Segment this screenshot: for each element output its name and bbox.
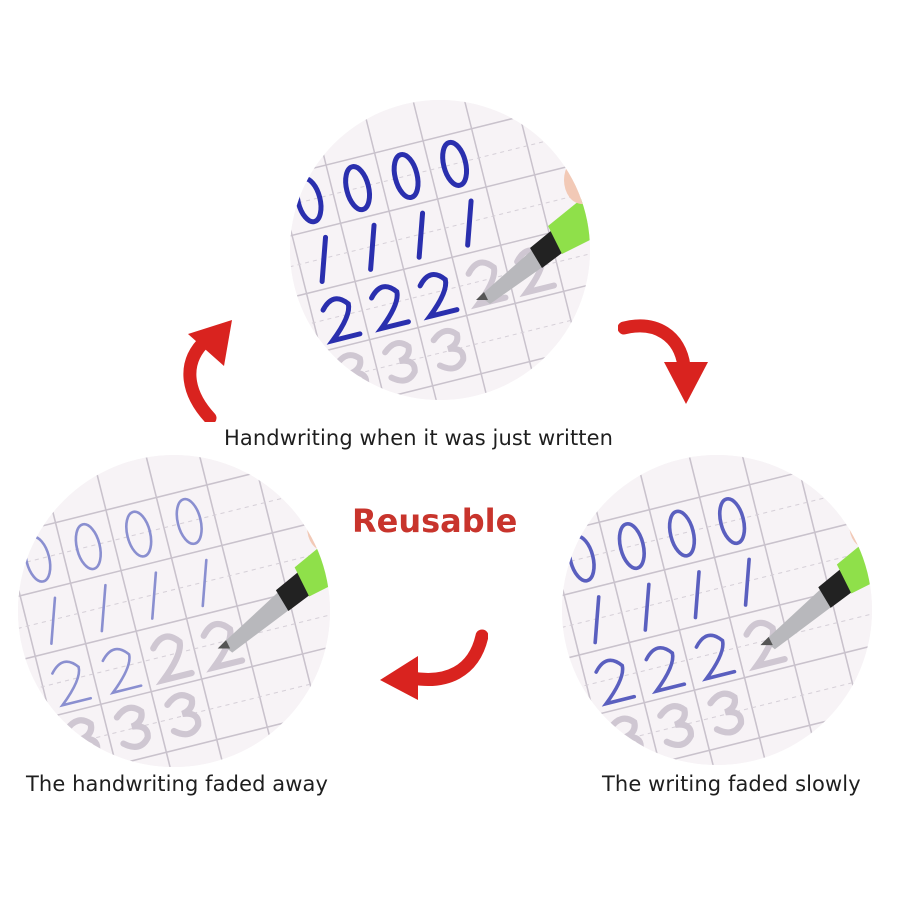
photo-fading-writing	[562, 455, 872, 765]
photo-fresh-writing	[290, 100, 590, 400]
photo-faded-writing	[18, 455, 330, 767]
curved-arrow-icon	[380, 629, 488, 700]
caption-faded-away: The handwriting faded away	[26, 772, 329, 796]
caption-faded-slowly: The writing faded slowly	[602, 772, 861, 796]
reusable-title: Reusable	[352, 502, 518, 540]
curved-arrow-icon	[618, 319, 708, 404]
caption-fresh: Handwriting when it was just written	[224, 426, 614, 450]
curved-arrow-icon	[183, 320, 232, 422]
